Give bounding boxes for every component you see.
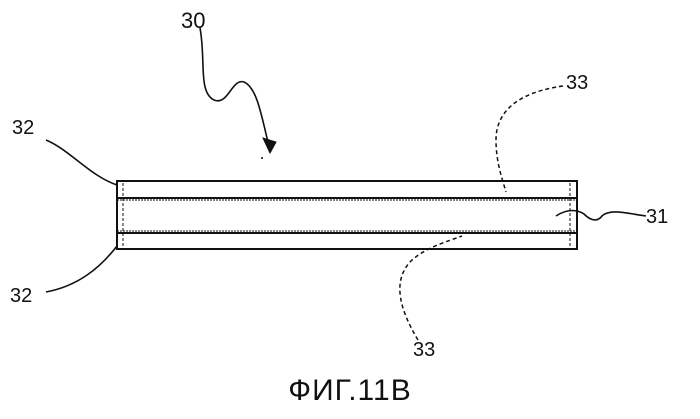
bottom-edge-reference-label: 32 xyxy=(10,286,32,306)
assembly-reference-label: 30 xyxy=(181,11,205,31)
top-dashed-leader-line xyxy=(496,86,563,192)
top-dashed-reference-label: 33 xyxy=(566,73,588,93)
figure-caption: ФИГ.11В xyxy=(0,374,700,408)
top-edge-leader-line xyxy=(46,140,117,185)
top-edge-reference-label: 32 xyxy=(12,118,34,138)
bottom-dashed-leader-line xyxy=(400,236,462,340)
laminate-outline xyxy=(117,181,577,249)
assembly-arrow-head xyxy=(263,138,276,153)
bottom-edge-leader-line xyxy=(46,246,117,292)
assembly-leader-line xyxy=(200,28,270,150)
core-reference-label: 31 xyxy=(646,207,668,227)
bottom-dashed-reference-label: 33 xyxy=(413,340,435,360)
speck-mark xyxy=(261,157,263,159)
